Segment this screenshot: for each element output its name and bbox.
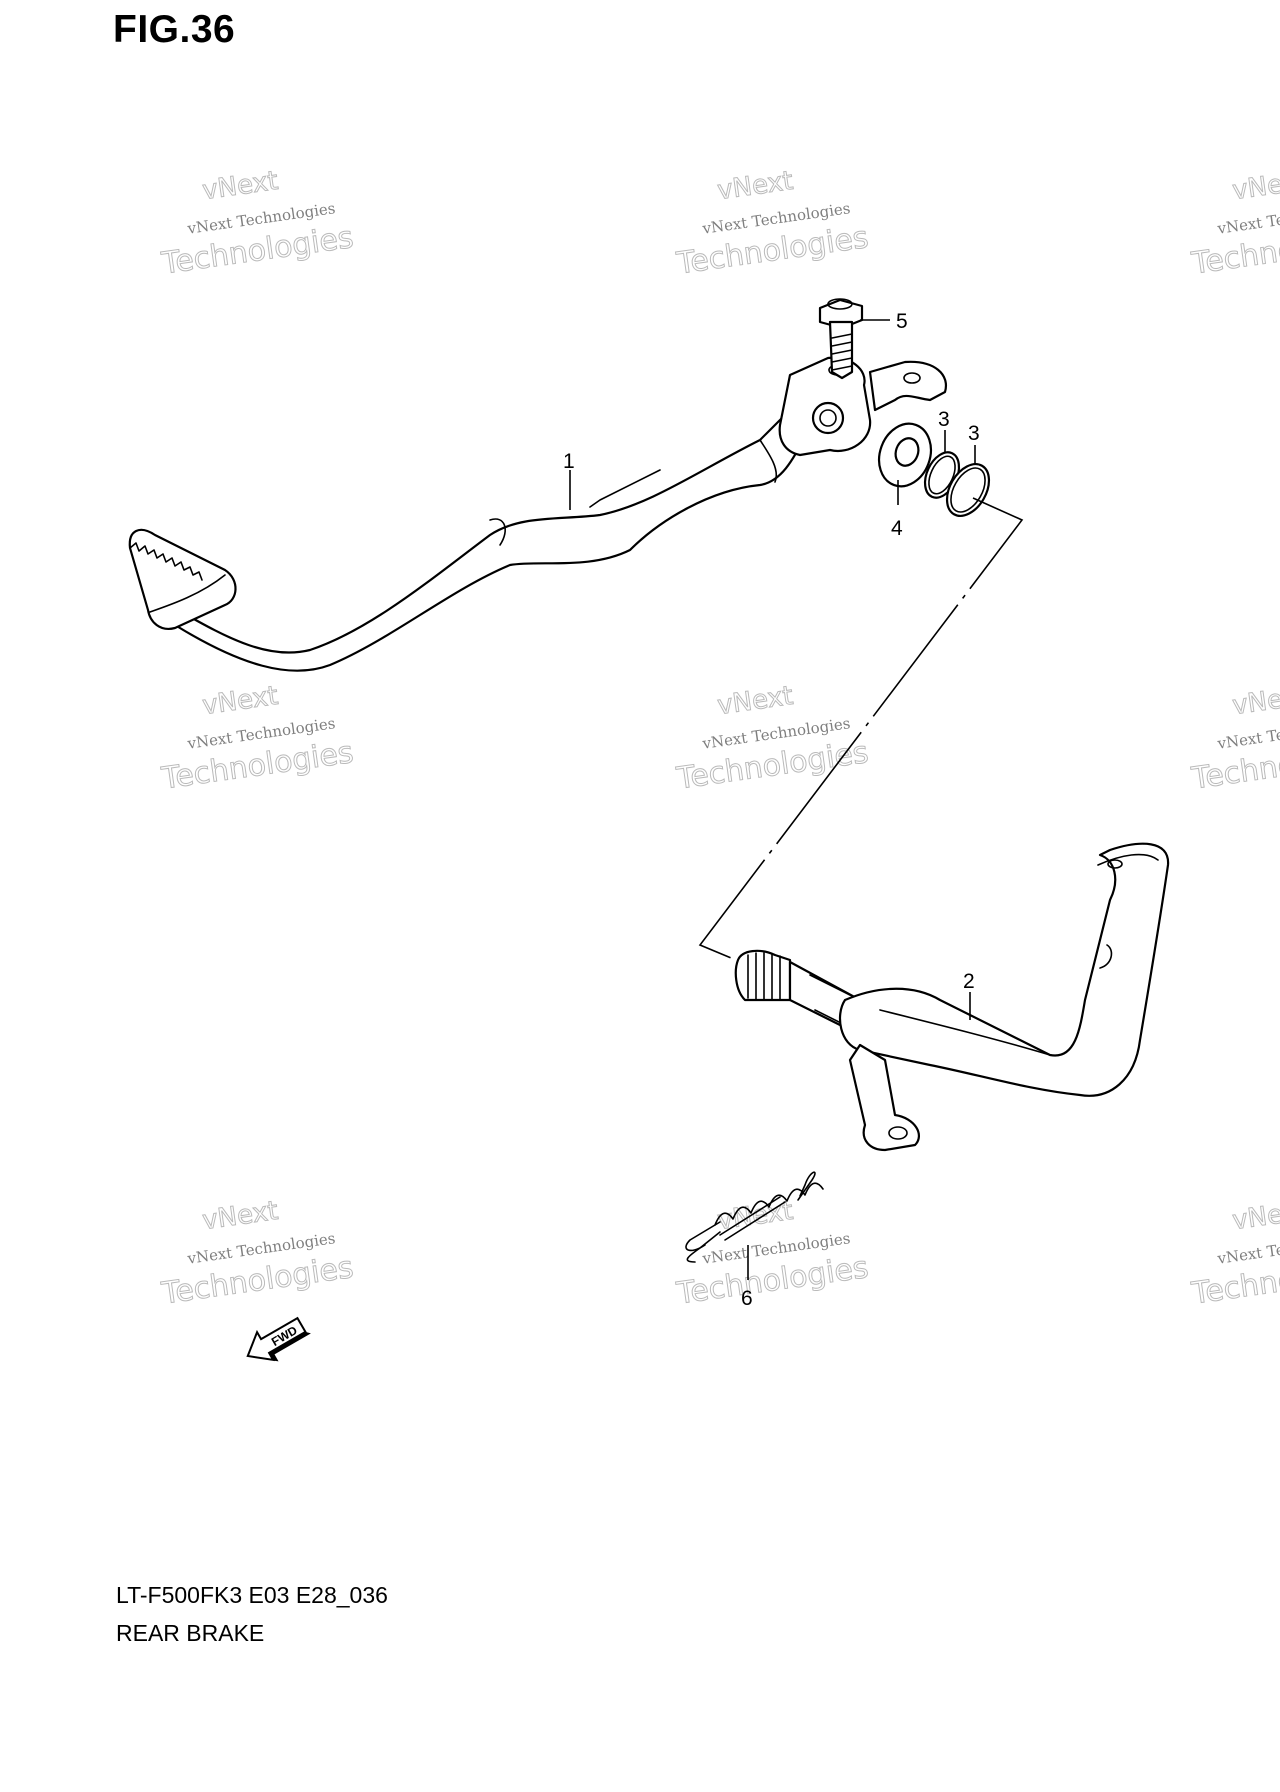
watermark-top: vNext [1230, 166, 1280, 206]
callout-5: 5 [896, 310, 908, 333]
washer-part-4 [877, 422, 933, 488]
callout-6: 6 [741, 1287, 753, 1310]
watermark-small: vNext Technologies [1215, 714, 1280, 753]
watermark-tile: vNext vNext Technologies Technologies [158, 165, 356, 282]
figure-title: FIG.36 [113, 8, 236, 51]
spring-coils [714, 1182, 824, 1226]
pedal-arm [173, 398, 822, 672]
watermark-top: vNext [200, 681, 279, 721]
lever-arm [838, 842, 1170, 1097]
shaft-spline [734, 949, 792, 1002]
brake-shaft-part-2 [734, 842, 1170, 1152]
brake-pedal-part-1 [128, 356, 948, 672]
watermark-top: vNext [1230, 1196, 1280, 1236]
watermark-tile: vNext vNext Technologies Technologies [673, 680, 871, 797]
figure-code: LT-F500FK3 E03 E28_036 [116, 1582, 388, 1608]
fwd-arrow-icon: FWD [246, 1316, 311, 1362]
watermark-layer: vNext vNext Technologies Technologies vN… [158, 165, 1280, 1312]
watermark-small: vNext Technologies [1215, 1229, 1280, 1268]
figure-name: REAR BRAKE [116, 1620, 265, 1646]
watermark-top: vNext [715, 166, 794, 206]
watermark-small: vNext Technologies [1215, 199, 1280, 238]
callout-1: 1 [563, 450, 575, 473]
pivot-bore [811, 401, 845, 435]
lever-drop-arm [848, 1043, 920, 1152]
watermark-tile: vNext vNext Technologies Technologies [158, 680, 356, 797]
callout-3a: 3 [938, 408, 950, 431]
o-ring-part-3b [945, 463, 991, 517]
watermark-tile: vNext vNext Technologies Technologies [1188, 680, 1280, 797]
callout-2: 2 [963, 970, 975, 993]
watermark-tile: vNext vNext Technologies Technologies [158, 1195, 356, 1312]
watermark-top: vNext [200, 166, 279, 206]
watermark-tile: vNext vNext Technologies Technologies [1188, 165, 1280, 282]
watermark-tile: vNext vNext Technologies Technologies [1188, 1195, 1280, 1312]
spring-part-6 [685, 1171, 824, 1263]
callouts: 1 2 3 3 4 5 6 [563, 310, 980, 1310]
assembly-line [698, 497, 1024, 966]
watermark-tile: vNext vNext Technologies Technologies [673, 165, 871, 282]
callout-4: 4 [891, 517, 903, 540]
watermark-top: vNext [1230, 681, 1280, 721]
pedal-tab [868, 360, 948, 412]
callout-3b: 3 [968, 422, 980, 445]
watermark-top: vNext [200, 1196, 279, 1236]
watermark-top: vNext [715, 681, 794, 721]
pedal-pad-teeth [129, 542, 203, 581]
